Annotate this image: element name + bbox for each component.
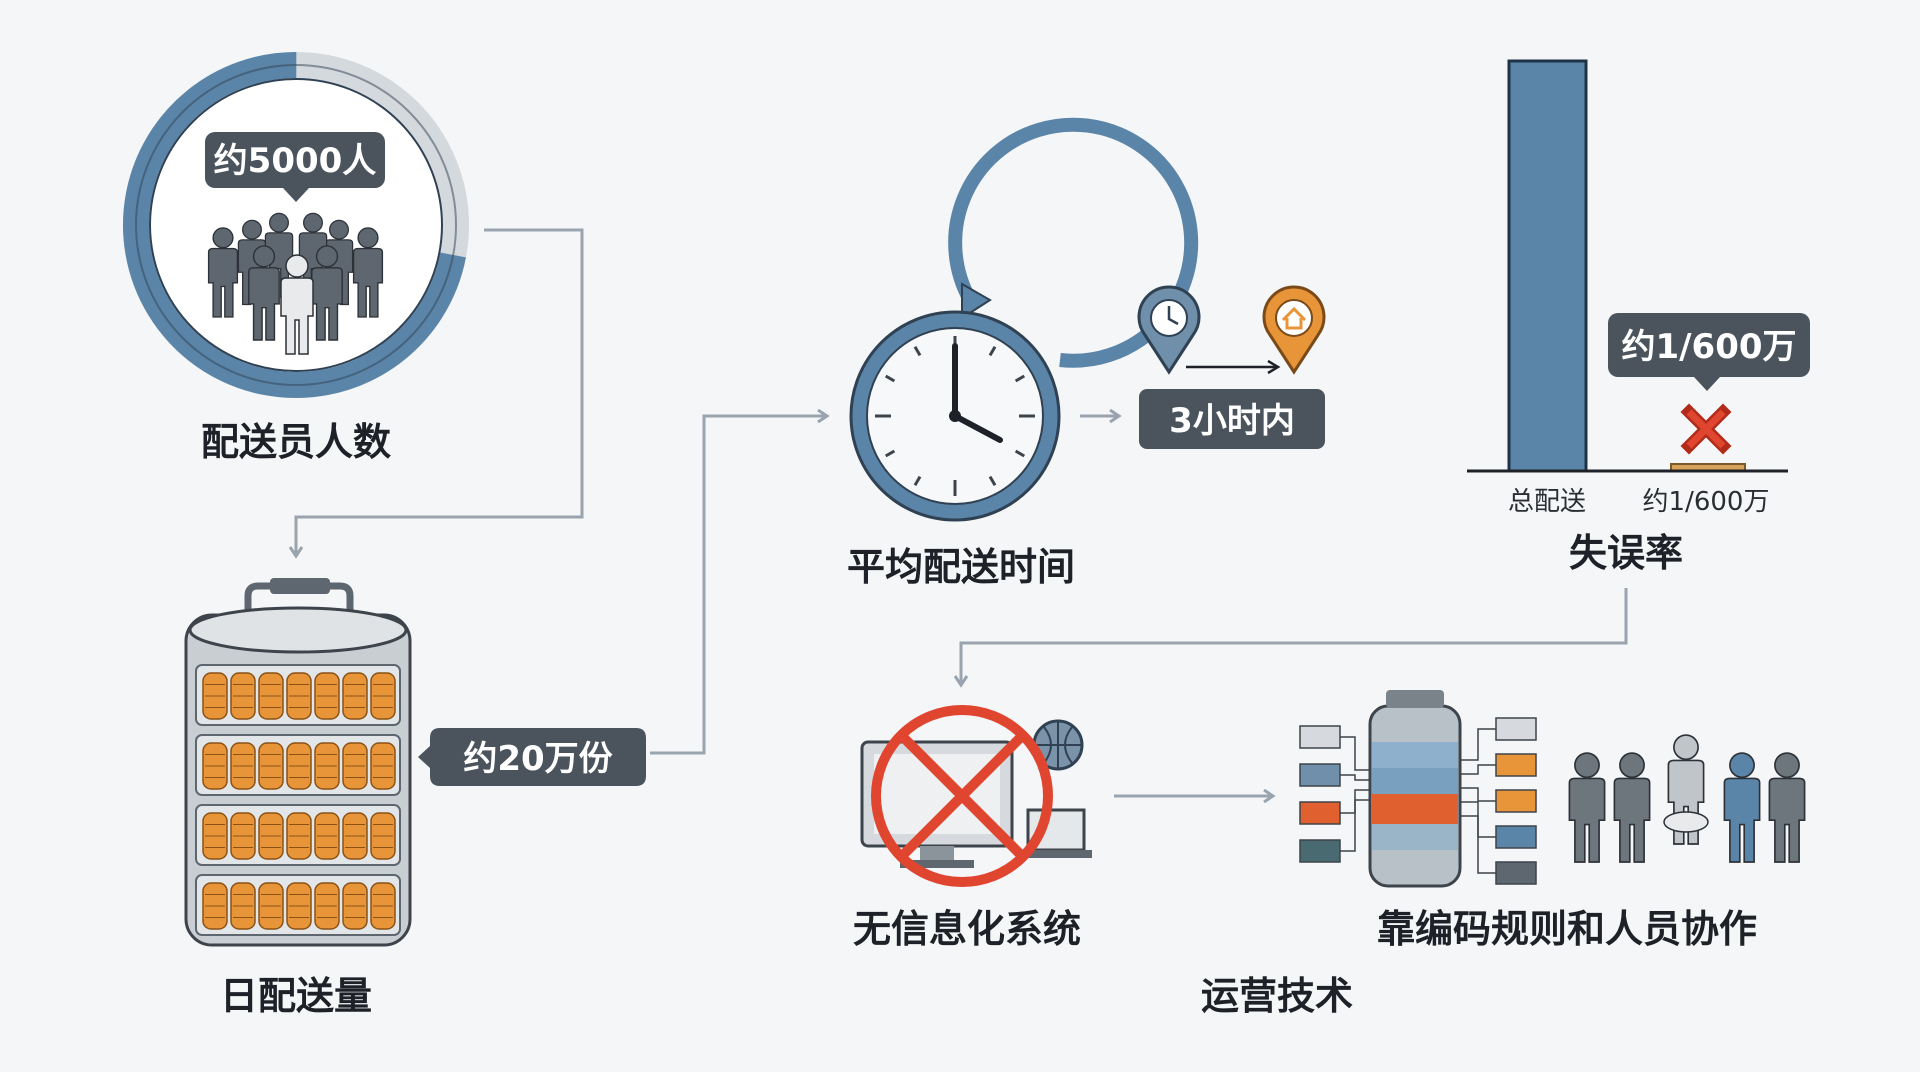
daily-volume-label: 日配送量 bbox=[220, 974, 372, 1018]
coded-storage-icon bbox=[1299, 690, 1537, 888]
connector-error-to-tech bbox=[961, 588, 1628, 684]
clock-tick bbox=[884, 449, 896, 458]
handshake-icon bbox=[1663, 811, 1709, 833]
food-container-icon bbox=[184, 578, 412, 947]
no-it-system-label: 无信息化系统 bbox=[853, 907, 1081, 951]
error-rate-chart: 约1/600万 总配送 约1/600万 失误率 bbox=[1467, 59, 1810, 575]
daily-volume-bubble: 约20万份 bbox=[418, 728, 646, 786]
clock-tick bbox=[913, 475, 922, 487]
bar-total-deliveries bbox=[1507, 59, 1588, 473]
delivery-time-value: 3小时内 bbox=[1169, 401, 1295, 441]
no-it-system-icon bbox=[860, 705, 1092, 887]
staff-count-value: 约5000人 bbox=[214, 141, 377, 181]
code-label-box bbox=[1299, 839, 1341, 863]
error-rate-bubble: 约1/600万 bbox=[1608, 313, 1810, 391]
coding-rules-label: 靠编码规则和人员协作 bbox=[1377, 907, 1757, 951]
clock-tick bbox=[988, 475, 997, 487]
code-label-box bbox=[1495, 753, 1537, 777]
ops-tech-label: 运营技术 bbox=[1201, 974, 1353, 1018]
error-x-fill bbox=[1686, 409, 1726, 449]
staff-count-label: 配送员人数 bbox=[201, 420, 391, 464]
code-label-box bbox=[1495, 717, 1537, 741]
clock-tick bbox=[913, 345, 922, 357]
people-cooperation-icon bbox=[1568, 734, 1806, 863]
error-rate-label: 失误率 bbox=[1569, 531, 1683, 575]
daily-volume-value: 约20万份 bbox=[463, 739, 612, 779]
clock-tick bbox=[988, 345, 997, 357]
code-label-box bbox=[1495, 861, 1537, 885]
clock-tick bbox=[884, 374, 896, 383]
code-label-box bbox=[1299, 801, 1341, 825]
connector-daily-to-time bbox=[650, 416, 826, 755]
clock-tick bbox=[1014, 449, 1026, 458]
code-label-box bbox=[1299, 725, 1341, 749]
home-pin-icon bbox=[1262, 285, 1326, 375]
code-label-box bbox=[1495, 789, 1537, 813]
clock-pin-icon bbox=[1137, 285, 1201, 375]
clock-tick bbox=[1014, 374, 1026, 383]
staff-count-section: 约5000人 配送员人数 bbox=[123, 52, 469, 464]
error-rate-value: 约1/600万 bbox=[1621, 327, 1796, 367]
delivery-time-bubble: 3小时内 bbox=[1139, 389, 1325, 449]
x-tick-label-errors: 约1/600万 bbox=[1643, 487, 1770, 517]
daily-volume-section: 约20万份 日配送量 bbox=[184, 578, 646, 1018]
code-label-box bbox=[1299, 763, 1341, 787]
delivery-time-section: 平均配送时间 3小时内 bbox=[847, 117, 1326, 589]
staff-count-bubble: 约5000人 bbox=[205, 132, 385, 202]
delivery-time-label: 平均配送时间 bbox=[847, 545, 1075, 589]
x-tick-label-total: 总配送 bbox=[1508, 487, 1586, 517]
code-label-box bbox=[1495, 825, 1537, 849]
connector-staff-to-daily bbox=[296, 228, 584, 555]
